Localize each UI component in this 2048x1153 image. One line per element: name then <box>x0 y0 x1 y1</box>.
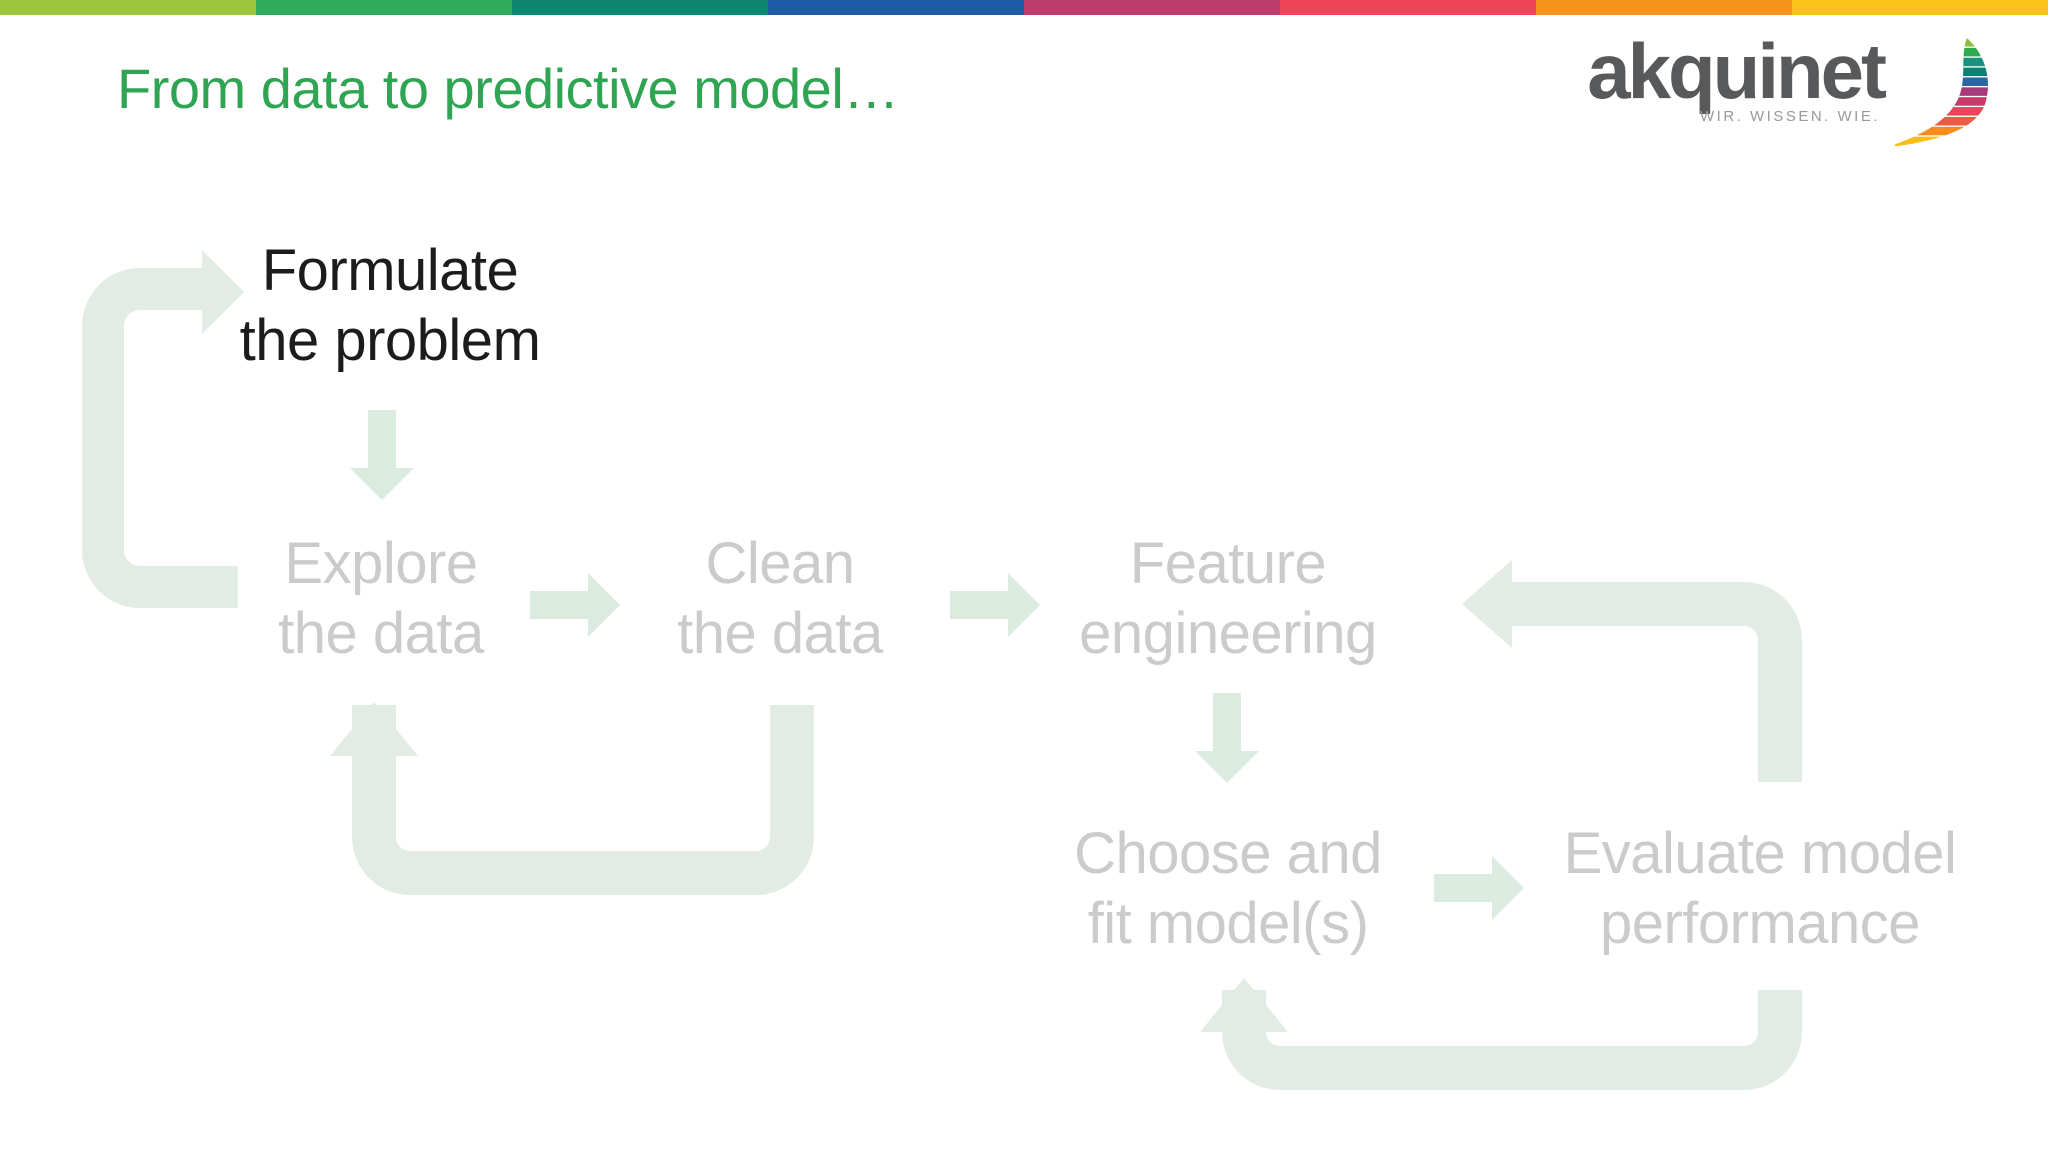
loop-explore-to-formulate <box>82 268 202 608</box>
step-label-line: engineering <box>1079 601 1377 666</box>
stripe-segment <box>1024 0 1280 15</box>
arrow-feature-to-choose <box>1195 693 1259 783</box>
step-choose-and-fit-models: Choose and fit model(s) <box>1003 819 1453 959</box>
brand-wordmark: akquinet <box>1587 27 1887 115</box>
arrow-shaft <box>368 410 396 468</box>
sail-icon <box>1894 38 1989 146</box>
step-label-line: the data <box>677 601 883 666</box>
arrowhead-down-icon <box>350 468 414 500</box>
step-label-line: Formulate <box>261 238 519 303</box>
arrowhead-right-icon <box>1492 856 1524 920</box>
arrowhead-down-icon <box>1195 751 1259 783</box>
arrow-formulate-to-explore <box>350 410 414 500</box>
arrow-shaft <box>950 591 1008 619</box>
step-formulate-the-problem: Formulate the problem <box>165 236 615 376</box>
arrowhead-up-icon <box>1200 978 1288 1032</box>
step-label-line: Choose and <box>1074 821 1382 886</box>
arrow-shaft <box>530 591 588 619</box>
akquinet-logo: akquinet WIR. WISSEN. WIE. <box>1587 27 1996 146</box>
step-label-line: the problem <box>239 308 541 373</box>
step-label-line: Explore <box>284 531 478 596</box>
arrowhead-right-icon <box>1008 573 1040 637</box>
step-explore-the-data: Explore the data <box>156 529 606 669</box>
arrowhead-right-icon <box>588 573 620 637</box>
stripe-segment <box>1792 0 2048 15</box>
top-color-bar <box>0 0 2048 15</box>
arrow-shaft <box>1213 693 1241 751</box>
step-label-line: the data <box>278 601 484 666</box>
loop-explore-to-formulate-segment <box>202 566 238 608</box>
step-evaluate-model-performance: Evaluate model performance <box>1480 819 2040 959</box>
stripe-segment <box>768 0 1024 15</box>
arrow-clean-to-feature <box>950 573 1040 637</box>
step-label-line: Evaluate model <box>1563 821 1957 886</box>
logo-text-column: akquinet WIR. WISSEN. WIE. <box>1587 27 1887 125</box>
loop-evaluate-to-choose <box>1222 990 1802 1090</box>
step-label-line: fit model(s) <box>1087 891 1369 956</box>
stripe-segment <box>1280 0 1536 15</box>
step-label-line: Clean <box>705 531 855 596</box>
arrow-choose-to-evaluate <box>1434 856 1524 920</box>
stripe-segment <box>0 0 256 15</box>
arrowhead-right-icon <box>202 250 244 334</box>
step-label-line: Feature <box>1129 531 1327 596</box>
arrowhead-left-icon <box>1462 560 1512 648</box>
arrow-shaft <box>1434 874 1492 902</box>
stripe-segment <box>1536 0 1792 15</box>
step-label-line: performance <box>1599 891 1921 956</box>
loop-evaluate-to-feature <box>1512 582 1802 782</box>
arrow-explore-to-clean <box>530 573 620 637</box>
slide-title: From data to predictive model… <box>117 57 899 120</box>
loop-clean-to-explore <box>352 705 814 895</box>
arrowhead-up-icon <box>330 702 418 756</box>
brand-tagline: WIR. WISSEN. WIE. <box>1700 108 1880 125</box>
step-feature-engineering: Feature engineering <box>1003 529 1453 669</box>
stripe-segment <box>256 0 512 15</box>
stripe-segment <box>512 0 768 15</box>
step-clean-the-data: Clean the data <box>555 529 1005 669</box>
